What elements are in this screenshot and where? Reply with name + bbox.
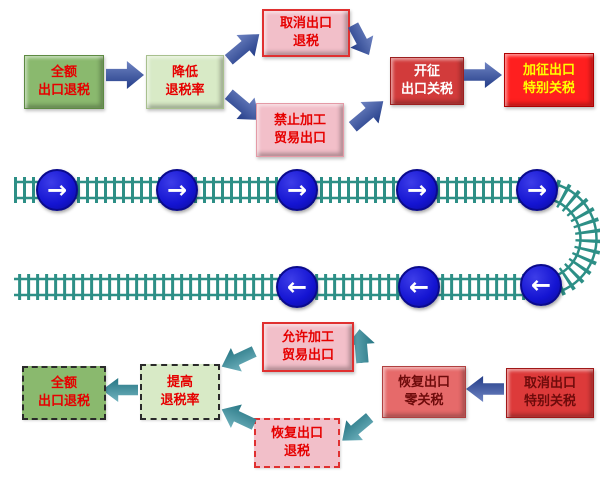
- right-arrow-sign: →: [36, 169, 78, 211]
- node-restore-zero-tariff: 恢复出口 零关税: [382, 366, 466, 418]
- left-arrow-sign: ←: [520, 264, 562, 306]
- node-allow-processing-export: 允许加工 贸易出口: [262, 322, 354, 372]
- node-full-export-rebate-end: 全额 出口退税: [22, 366, 106, 420]
- left-arrow-sign: ←: [276, 266, 318, 308]
- arrow-down-left-icon: [334, 407, 378, 450]
- node-levy-export-tariff: 开征 出口关税: [390, 57, 464, 105]
- arrow-up-right-icon: [344, 90, 393, 137]
- right-arrow-sign: →: [516, 169, 558, 211]
- node-add-special-tariff: 加征出口 特别关税: [504, 53, 594, 107]
- node-raise-rebate-rate: 提高 退税率: [140, 364, 220, 420]
- node-ban-processing-export: 禁止加工 贸易出口: [256, 103, 344, 157]
- arrow-right-icon: [106, 61, 144, 89]
- left-arrow-sign: ←: [398, 266, 440, 308]
- right-arrow-sign: →: [396, 169, 438, 211]
- right-arrow-sign: →: [276, 169, 318, 211]
- arrow-down-left-icon: [216, 340, 260, 379]
- node-lower-rebate-rate: 降低 退税率: [146, 55, 224, 109]
- arrow-right-icon: [464, 62, 502, 88]
- node-restore-export-rebate: 恢复出口 退税: [254, 418, 340, 468]
- node-cancel-special-tariff: 取消出口 特别关税: [506, 368, 594, 418]
- right-arrow-sign: →: [156, 169, 198, 211]
- arrow-left-icon: [466, 376, 504, 402]
- node-cancel-export-rebate: 取消出口 退税: [262, 9, 350, 57]
- arrow-left-icon: [102, 378, 138, 402]
- node-full-export-rebate-start: 全额 出口退税: [24, 55, 104, 109]
